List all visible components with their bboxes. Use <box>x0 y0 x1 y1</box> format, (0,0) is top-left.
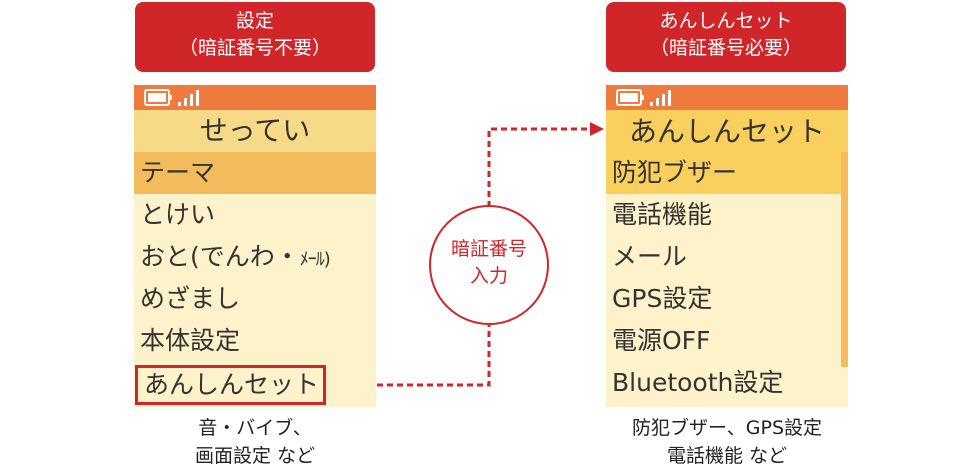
menu-item-security-buzzer[interactable]: 防犯ブザー <box>606 152 841 194</box>
signal-icon <box>178 90 199 106</box>
pin-entry-line2: 入力 <box>469 265 508 287</box>
signal-icon <box>650 90 671 106</box>
right-caption-line2: 電話機能 など <box>666 445 788 467</box>
screen-title-right: あんしんセット <box>606 110 848 154</box>
left-header-subtitle: （暗証番号不要） <box>178 37 331 59</box>
status-bar-right <box>606 85 848 110</box>
right-header: あんしんセット （暗証番号必要） <box>606 2 846 72</box>
menu-item-mail[interactable]: メール <box>612 242 688 271</box>
left-header-title: 設定 <box>235 10 274 32</box>
menu-item-power-off[interactable]: 電源OFF <box>612 326 711 355</box>
left-caption: 音・バイブ、 画面設定 など <box>134 414 376 470</box>
pin-entry-line1: 暗証番号 <box>450 238 527 260</box>
menu-item-sound-label: おと(でんわ・ <box>140 242 300 271</box>
menu-item-gps-settings[interactable]: GPS設定 <box>612 284 713 313</box>
left-caption-line2: 画面設定 など <box>194 445 316 467</box>
right-header-subtitle: （暗証番号必要） <box>649 37 802 59</box>
left-phone-screen: せってい テーマ とけい おと(でんわ・ﾒｰﾙ) めざまし 本体設定 あんしんセ… <box>134 85 376 407</box>
right-caption: 防犯ブザー、GPS設定 電話機能 など <box>590 414 864 470</box>
menu-item-bluetooth-settings[interactable]: Bluetooth設定 <box>612 368 784 397</box>
right-phone-screen: あんしんセット 防犯ブザー 電話機能 メール GPS設定 電源OFF Bluet… <box>606 85 848 407</box>
scrollbar[interactable] <box>841 154 848 367</box>
menu-item-clock[interactable]: とけい <box>140 200 216 229</box>
pin-entry-circle: 暗証番号 入力 <box>429 205 549 325</box>
menu-item-anshin-set[interactable]: あんしんセット <box>135 365 326 405</box>
battery-icon <box>616 89 644 106</box>
menu-item-theme[interactable]: テーマ <box>134 152 376 194</box>
status-bar <box>134 85 376 110</box>
menu-item-phone-function[interactable]: 電話機能 <box>612 200 713 229</box>
left-caption-line1: 音・バイブ、 <box>198 417 312 439</box>
right-header-title: あんしんセット <box>659 10 793 32</box>
menu-item-sound-suffix: ﾒｰﾙ) <box>299 249 331 270</box>
screen-title: せってい <box>134 110 376 152</box>
menu-item-sound[interactable]: おと(でんわ・ﾒｰﾙ) <box>134 236 376 278</box>
menu-item-alarm[interactable]: めざまし <box>140 284 241 313</box>
battery-icon <box>144 89 172 106</box>
right-caption-line1: 防犯ブザー、GPS設定 <box>631 417 823 439</box>
menu-item-device-settings[interactable]: 本体設定 <box>140 326 241 355</box>
left-header: 設定 （暗証番号不要） <box>135 2 375 72</box>
